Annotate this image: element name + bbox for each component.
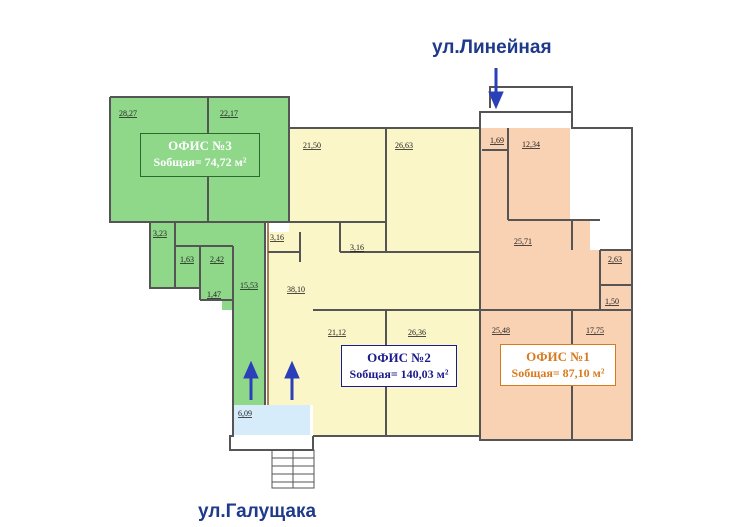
room-area-label: 1,69: [490, 136, 504, 145]
room-area-label: 26,63: [395, 141, 413, 150]
room-area-label: 28,27: [119, 109, 137, 118]
office2-title: ОФИС №2: [367, 350, 431, 365]
entrance-arrows: [243, 68, 504, 400]
room-area-label: 15,53: [240, 281, 258, 290]
room-area-label: 6,09: [238, 409, 252, 418]
room-area-label: 25,48: [492, 326, 510, 335]
office2-label: ОФИС №2 Sобщая= 140,03 м²: [341, 345, 457, 387]
office2-zone: [268, 128, 480, 436]
office2-area: Sобщая= 140,03 м²: [349, 367, 449, 381]
office1-title: ОФИС №1: [526, 349, 590, 364]
room-area-label: 2,42: [210, 255, 224, 264]
office3-label: ОФИС №3 Sобщая= 74,72 м²: [140, 133, 260, 177]
street-bottom-label: ул.Галущака: [198, 501, 317, 522]
room-area-label: 12,34: [522, 140, 540, 149]
entrance-vestibule: [233, 405, 310, 435]
office3-area: Sобщая= 74,72 м²: [153, 155, 247, 169]
office3-title: ОФИС №3: [168, 138, 232, 153]
room-area-label: 2,63: [608, 255, 622, 264]
room-area-label: 1,63: [180, 255, 194, 264]
office1-label: ОФИС №1 Sобщая= 87,10 м²: [500, 344, 616, 386]
room-area-label: 25,71: [514, 237, 532, 246]
room-area-label: 17,75: [586, 326, 604, 335]
room-area-label: 38,10: [287, 285, 305, 294]
room-area-label: 26,36: [408, 328, 426, 337]
room-area-label: 3,16: [350, 243, 364, 252]
room-area-label: 22,17: [220, 109, 238, 118]
room-area-label: 21,50: [303, 141, 321, 150]
room-area-label: 1,50: [605, 297, 619, 306]
office1-area: Sобщая= 87,10 м²: [511, 366, 605, 380]
room-area-label: 21,12: [328, 328, 346, 337]
entrance-stairs: [271, 449, 315, 489]
street-top-label: ул.Линейная: [432, 37, 552, 58]
room-area-label: 3,23: [153, 229, 167, 238]
room-area-label: 1,47: [207, 290, 221, 299]
room-area-label: 3,16: [270, 233, 284, 242]
room-area-labels: 28,27 22,17 3,23 1,63 2,42 1,47 15,53 21,50 26,6…: [119, 109, 622, 418]
